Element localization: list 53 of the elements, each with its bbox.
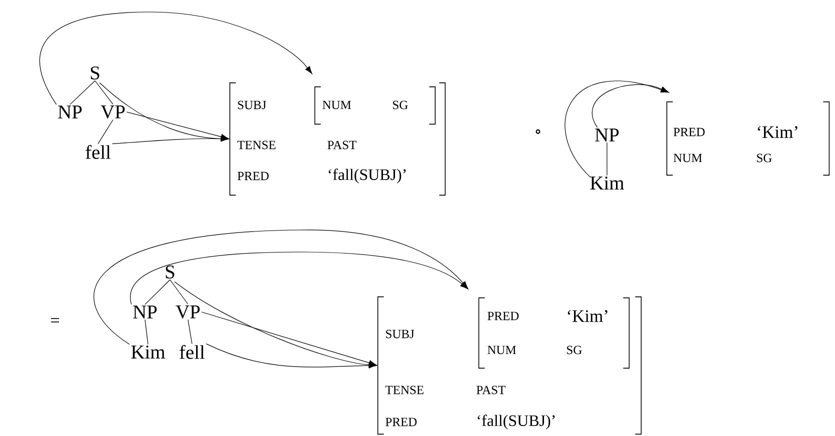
tree-node-label: NP: [58, 106, 82, 118]
tree-node-label: VP: [176, 305, 200, 319]
tree-node-label: NP: [595, 128, 619, 142]
attribute-value-matrix: [314, 86, 436, 125]
mapping-arrow: [94, 230, 468, 345]
matrix-text: SG: [757, 154, 772, 162]
attribute-value-matrix: [377, 296, 642, 435]
matrix-text: ‘fall(SUBJ)’: [328, 168, 406, 184]
tree-branch: [144, 319, 148, 345]
attribute-value-matrix: [666, 101, 830, 176]
matrix-text: ‘Kim’: [568, 310, 608, 322]
matrix-text: PAST: [476, 386, 506, 394]
tree-node-label: fell: [180, 345, 205, 359]
attribute-value-matrix: [229, 82, 446, 196]
tree-node-label: S: [90, 66, 100, 80]
matrix-text: SUBJ: [386, 330, 414, 338]
tree-node-label: NP: [133, 306, 157, 318]
tree-branch: [606, 142, 608, 176]
tree-branch: [144, 279, 170, 305]
matrix-text: SG: [393, 100, 408, 110]
composition-symbol: ∘: [536, 129, 540, 134]
tree-branch: [188, 319, 192, 344]
mapping-arrow: [40, 12, 312, 105]
matrix-text: PRED: [386, 418, 417, 426]
matrix-text: ‘fall(SUBJ)’: [478, 414, 555, 430]
matrix-text: SUBJ: [238, 100, 266, 110]
matrix-text: SG: [567, 346, 582, 354]
mapping-arrow: [206, 344, 377, 368]
mapping-arrow: [130, 252, 468, 305]
tree-node-label: Kim: [131, 346, 166, 358]
tree-branch: [70, 80, 96, 105]
mapping-arrow: [201, 312, 377, 366]
matrix-text: PAST: [328, 140, 356, 150]
tree-node-label: S: [166, 265, 174, 279]
tree-node-label: Kim: [590, 176, 624, 190]
matrix-text: NUM: [488, 346, 516, 354]
matrix-text: ‘Kim’: [758, 126, 798, 138]
tree-branch: [170, 279, 188, 305]
matrix-text: NUM: [322, 100, 351, 110]
equals-sign: =: [51, 318, 59, 322]
matrix-text: TENSE: [237, 140, 276, 150]
matrix-text: NUM: [674, 154, 702, 162]
tree-node-label: VP: [100, 105, 125, 119]
matrix-text: PRED: [238, 172, 269, 180]
matrix-text: PRED: [488, 312, 519, 320]
attribute-value-matrix: [478, 297, 630, 369]
tree-branch: [98, 119, 114, 144]
tree-node-label: fell: [86, 145, 111, 159]
tree-branch: [94, 80, 114, 105]
mapping-arrow: [112, 136, 229, 144]
matrix-text: TENSE: [385, 386, 424, 394]
mapping-arrow: [564, 80, 669, 178]
matrix-text: PRED: [674, 128, 705, 136]
